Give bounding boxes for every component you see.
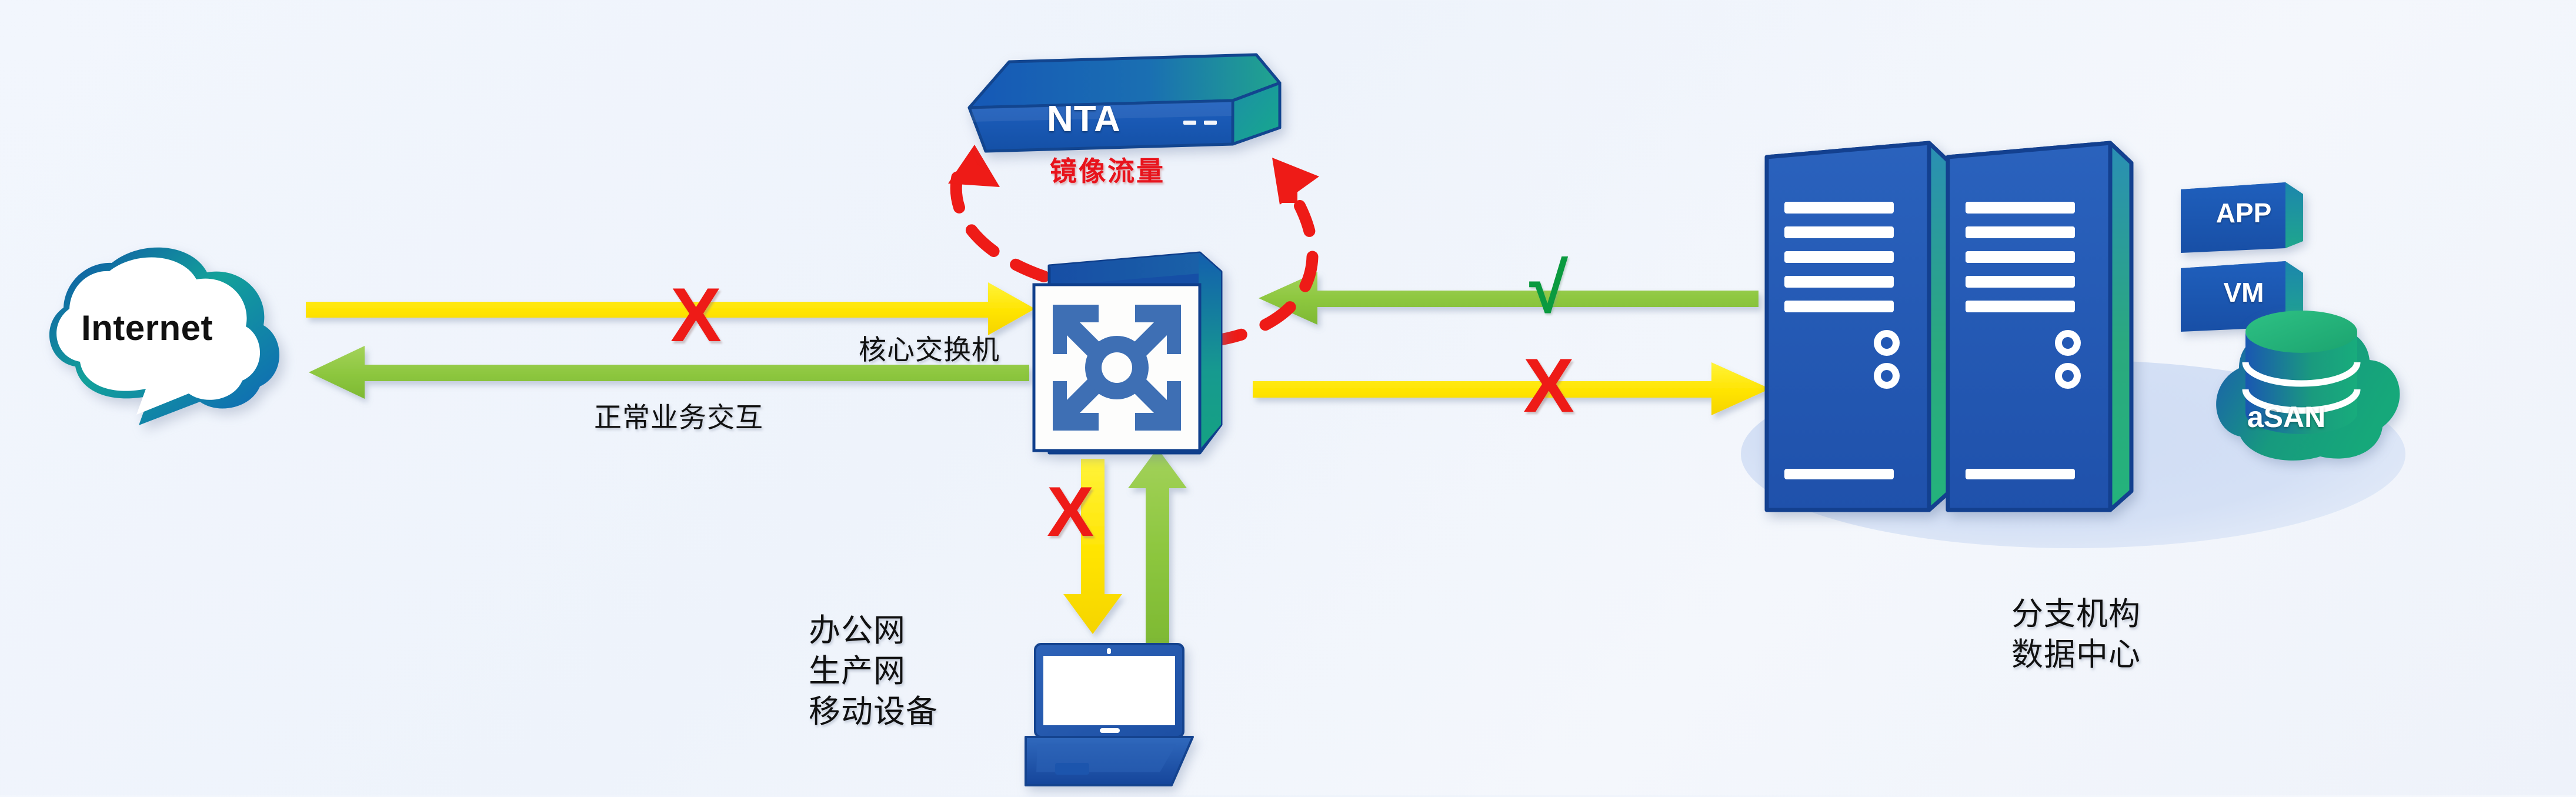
datacenter-label: 分支机构 数据中心 (2011, 596, 2141, 673)
core-switch-node[interactable] (1023, 246, 1235, 463)
asan-storage-node[interactable]: aSAN (2185, 259, 2420, 488)
app-vm-stack[interactable]: APP VM (2176, 176, 2311, 347)
storage-cloud-icon (2216, 311, 2400, 461)
appliance-icon (967, 53, 1282, 153)
endpoints-label: 办公网 生产网 移动设备 (809, 613, 938, 730)
nta-indicator-dashes (1183, 121, 1217, 125)
mirror-traffic-label: 镜像流量 (1050, 156, 1165, 186)
blocked-mark-internet-inbound: X (670, 272, 722, 358)
cloud-icon (49, 247, 280, 425)
app-label: APP (2215, 198, 2272, 228)
app-block-icon (2181, 182, 2303, 332)
endpoint-laptop-node[interactable] (1025, 638, 1213, 797)
internet-label: Internet (81, 308, 213, 348)
blocked-mark-endpoint-downlink: X (1047, 472, 1095, 551)
nta-appliance-node[interactable]: NTA (953, 44, 1294, 162)
server-rack-node[interactable] (1759, 126, 2170, 526)
arrow-switch-to-datacenter (1253, 362, 1770, 415)
arrow-endpoints-to-switch (1128, 448, 1187, 644)
laptop-icon (1025, 643, 1194, 786)
internet-cloud-node[interactable]: Internet (24, 238, 306, 432)
normal-business-flow-label: 正常业务交互 (594, 402, 763, 433)
vm-label: VM (2223, 277, 2264, 308)
blocked-mark-datacenter-outbound: X (1523, 342, 1574, 428)
server-rack-icon (1764, 141, 2134, 512)
nta-label: NTA (1047, 99, 1121, 139)
core-switch-label: 核心交换机 (859, 334, 1000, 365)
asan-label: aSAN (2247, 401, 2326, 433)
arrow-datacenter-to-switch (1259, 272, 1759, 325)
switch-icon (1032, 251, 1223, 455)
allowed-mark-datacenter-inbound: √ (1529, 249, 1568, 328)
